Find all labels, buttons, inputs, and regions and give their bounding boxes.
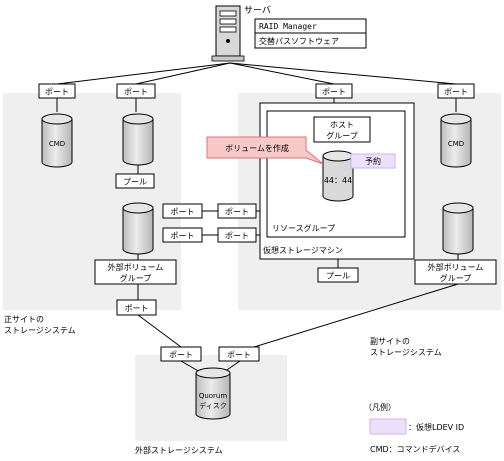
svg-text:ボリュームを作成: ボリュームを作成 bbox=[225, 143, 289, 153]
svg-text:プール: プール bbox=[123, 178, 147, 187]
create-volume-callout: ボリュームを作成 bbox=[206, 136, 324, 165]
software-path-failover: 交替パスソフトウェア bbox=[259, 36, 339, 46]
primary-site-label-line1: 正サイトの bbox=[4, 315, 44, 324]
host-group-box: ホスト グループ bbox=[313, 116, 371, 143]
svg-text:ポート: ポート bbox=[125, 304, 149, 313]
secondary-ext-vol-group: 外部ボリューム グループ bbox=[414, 259, 497, 285]
port-secondary-ext-1: ポート bbox=[217, 203, 257, 219]
port-server-secondary-2: ポート bbox=[437, 83, 475, 99]
port-primary-quorum: ポート bbox=[116, 299, 157, 316]
svg-text:グループ: グループ bbox=[120, 273, 152, 283]
port-primary-ext-2: ポート bbox=[162, 227, 203, 243]
port-secondary-ext-2: ポート bbox=[217, 227, 257, 243]
legend: （凡例） ：仮想LDEV ID CMD：コマンドデバイス bbox=[364, 402, 464, 454]
legend-title: （凡例） bbox=[364, 402, 396, 412]
port-ext-storage-2: ポート bbox=[218, 346, 260, 362]
reserved-virtual-ldev-badge: 予約 bbox=[350, 153, 396, 169]
svg-text:ポート: ポート bbox=[225, 232, 249, 241]
svg-text:グループ: グループ bbox=[440, 273, 472, 283]
legend-cmd-label: CMD：コマンドデバイス bbox=[370, 444, 460, 454]
port-server-primary-1: ポート bbox=[38, 83, 76, 99]
svg-text:予約: 予約 bbox=[365, 156, 381, 166]
port-server-primary-2: ポート bbox=[116, 83, 156, 99]
legend-virtual-ldev-label: ：仮想LDEV ID bbox=[408, 422, 464, 432]
svg-text:プール: プール bbox=[326, 272, 350, 281]
virtual-volume-disk-icon: 44：44 bbox=[322, 150, 354, 202]
svg-text:ポート: ポート bbox=[322, 88, 346, 97]
svg-text:ポート: ポート bbox=[45, 88, 69, 97]
primary-pool-label: プール bbox=[115, 173, 155, 189]
svg-text:CMD: CMD bbox=[448, 140, 464, 148]
server-icon bbox=[211, 5, 245, 62]
svg-text:外部ボリューム: 外部ボリューム bbox=[108, 262, 164, 272]
svg-text:ポート: ポート bbox=[444, 88, 468, 97]
primary-pool-disk-icon bbox=[122, 113, 154, 166]
svg-text:ポート: ポート bbox=[124, 88, 148, 97]
primary-ext-vol-group: 外部ボリューム グループ bbox=[94, 259, 177, 285]
secondary-site-label-line1: 副サイトの bbox=[370, 337, 410, 346]
svg-text:ポート: ポート bbox=[225, 208, 249, 217]
secondary-pool-label: プール bbox=[317, 267, 359, 283]
connection-lines bbox=[56, 62, 459, 373]
svg-text:ディスク: ディスク bbox=[199, 401, 227, 410]
svg-text:CMD: CMD bbox=[49, 140, 65, 148]
external-storage-label: 外部ストレージシステム bbox=[135, 445, 223, 455]
secondary-ext-vol-disk-icon bbox=[442, 202, 474, 255]
svg-text:Quorum: Quorum bbox=[199, 392, 228, 400]
svg-text:外部ボリューム: 外部ボリューム bbox=[428, 262, 484, 272]
software-raid-manager: RAID Manager bbox=[259, 22, 317, 31]
svg-text:ポート: ポート bbox=[171, 208, 195, 217]
primary-site-label-line2: ストレージシステム bbox=[4, 326, 76, 335]
secondary-cmd-disk-icon: CMD bbox=[440, 113, 472, 168]
port-server-secondary-1: ポート bbox=[315, 83, 353, 99]
primary-cmd-disk-icon: CMD bbox=[41, 113, 73, 168]
port-ext-storage-1: ポート bbox=[160, 346, 202, 362]
svg-text:ポート: ポート bbox=[171, 232, 195, 241]
legend-virtual-ldev-swatch bbox=[369, 418, 407, 435]
quorum-disk-icon: Quorum ディスク bbox=[195, 367, 231, 420]
svg-text:ポート: ポート bbox=[227, 351, 251, 360]
svg-text:ポート: ポート bbox=[169, 351, 193, 360]
svg-text:グループ: グループ bbox=[326, 131, 358, 141]
port-primary-ext-1: ポート bbox=[162, 203, 203, 219]
secondary-site-label-line2: ストレージシステム bbox=[370, 348, 442, 357]
virtual-storage-machine-label: 仮想ストレージマシン bbox=[263, 245, 343, 255]
svg-text:44：44: 44：44 bbox=[324, 176, 352, 185]
primary-ext-vol-disk-icon bbox=[122, 202, 154, 255]
resource-group-label: リソースグループ bbox=[272, 223, 335, 233]
svg-text:ホスト: ホスト bbox=[330, 121, 354, 130]
server-label: サーバ bbox=[244, 5, 271, 16]
